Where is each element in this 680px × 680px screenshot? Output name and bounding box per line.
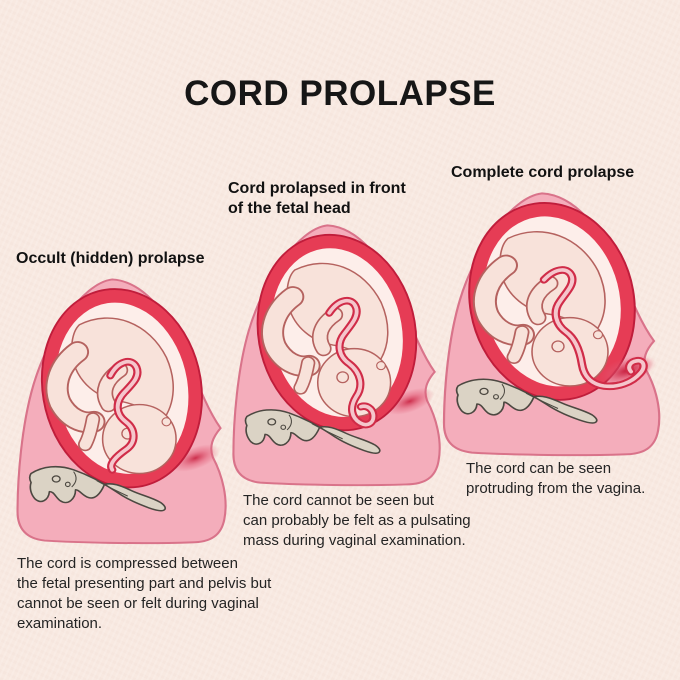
umbilical-cord-complete-core bbox=[542, 268, 646, 389]
description-occult-prolapse: The cord is compressed between the fetal… bbox=[17, 555, 272, 633]
illustration-occult-prolapse bbox=[4, 274, 236, 546]
page-title: CORD PROLAPSE bbox=[184, 74, 496, 113]
label-cord-front-of-head: Cord prolapsed in front of the fetal hea… bbox=[228, 180, 406, 217]
illustration-cord-front-of-head bbox=[220, 220, 450, 488]
umbilical-cord-front-of-head-core bbox=[327, 298, 376, 427]
label-complete-prolapse: Complete cord prolapse bbox=[451, 164, 635, 181]
umbilical-cord-occult-core bbox=[108, 359, 140, 472]
description-cord-front-of-head: The cord cannot be seen but can probably… bbox=[243, 492, 471, 550]
illustration-complete-prolapse bbox=[430, 188, 670, 458]
label-occult-prolapse: Occult (hidden) prolapse bbox=[16, 250, 205, 267]
description-complete-prolapse: The cord can be seen protruding from the… bbox=[466, 460, 646, 498]
